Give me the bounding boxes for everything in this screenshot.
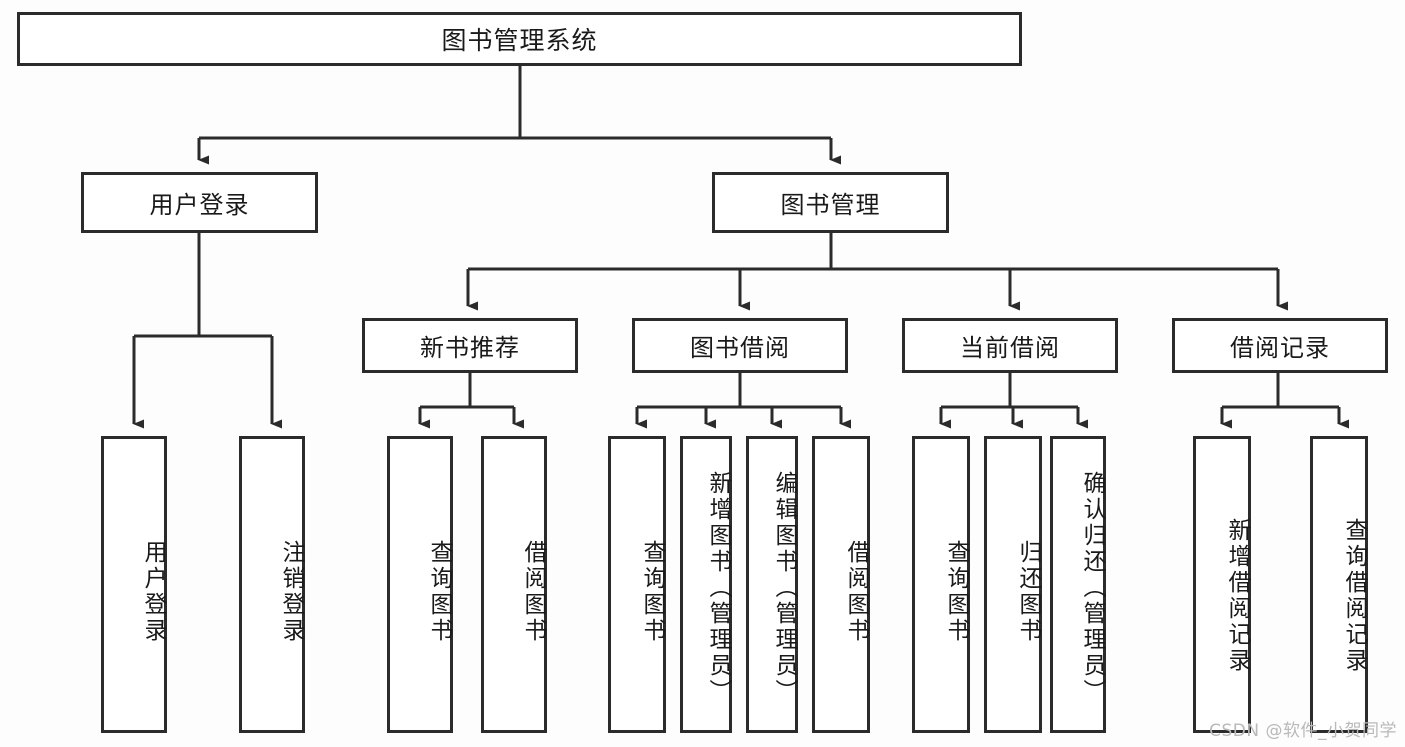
node-leaf-add-borrow-record[interactable]: 新增借阅记录 <box>1193 436 1251 733</box>
node-current-borrow-label: 当前借阅 <box>960 334 1060 362</box>
node-book-manage[interactable]: 图书管理 <box>712 172 949 233</box>
node-leaf-query-book-recommend-label: 查询图书 <box>426 539 452 644</box>
node-leaf-borrow-book-recommend-label: 借阅图书 <box>520 539 546 644</box>
node-leaf-query-book-borrow[interactable]: 查询图书 <box>608 436 666 733</box>
node-book-manage-label: 图书管理 <box>780 191 881 219</box>
node-leaf-query-book-current[interactable]: 查询图书 <box>912 436 970 733</box>
node-leaf-confirm-return-admin-label: 确认归还（管理员） <box>1079 470 1105 705</box>
node-leaf-borrow-book-recommend[interactable]: 借阅图书 <box>481 436 547 733</box>
node-leaf-add-book-admin[interactable]: 新增图书（管理员） <box>680 436 732 733</box>
node-leaf-add-book-admin-label: 新增图书（管理员） <box>705 470 731 705</box>
node-leaf-query-book-current-label: 查询图书 <box>943 539 969 644</box>
node-root-label: 图书管理系统 <box>441 26 598 55</box>
node-leaf-edit-book-admin[interactable]: 编辑图书（管理员） <box>746 436 798 733</box>
node-leaf-confirm-return-admin[interactable]: 确认归还（管理员） <box>1050 436 1106 733</box>
node-leaf-add-borrow-record-label: 新增借阅记录 <box>1224 517 1250 674</box>
node-user-login[interactable]: 用户登录 <box>81 172 318 233</box>
node-leaf-return-book[interactable]: 归还图书 <box>984 436 1042 733</box>
node-leaf-borrow-book[interactable]: 借阅图书 <box>812 436 870 733</box>
node-leaf-logout-label: 注销登录 <box>278 539 304 644</box>
node-current-borrow[interactable]: 当前借阅 <box>902 318 1118 373</box>
node-leaf-query-book-recommend[interactable]: 查询图书 <box>387 436 453 733</box>
node-leaf-user-login-label: 用户登录 <box>140 539 166 644</box>
node-leaf-query-book-borrow-label: 查询图书 <box>639 539 665 644</box>
node-book-borrow[interactable]: 图书借阅 <box>632 318 848 373</box>
node-borrow-record-label: 借阅记录 <box>1230 334 1330 362</box>
node-new-book-recommend[interactable]: 新书推荐 <box>362 318 578 373</box>
node-leaf-query-borrow-record-label: 查询借阅记录 <box>1341 517 1367 674</box>
node-leaf-borrow-book-label: 借阅图书 <box>843 539 869 644</box>
node-leaf-edit-book-admin-label: 编辑图书（管理员） <box>771 470 797 705</box>
node-root[interactable]: 图书管理系统 <box>17 12 1022 66</box>
node-leaf-logout[interactable]: 注销登录 <box>239 436 305 733</box>
node-leaf-query-borrow-record[interactable]: 查询借阅记录 <box>1310 436 1368 733</box>
node-book-borrow-label: 图书借阅 <box>690 334 790 362</box>
node-new-book-recommend-label: 新书推荐 <box>420 334 520 362</box>
node-borrow-record[interactable]: 借阅记录 <box>1172 318 1388 373</box>
node-leaf-return-book-label: 归还图书 <box>1015 539 1041 644</box>
node-user-login-label: 用户登录 <box>149 191 250 219</box>
watermark: CSDN @软件_小贺同学 <box>1209 721 1397 741</box>
node-leaf-user-login[interactable]: 用户登录 <box>101 436 167 733</box>
